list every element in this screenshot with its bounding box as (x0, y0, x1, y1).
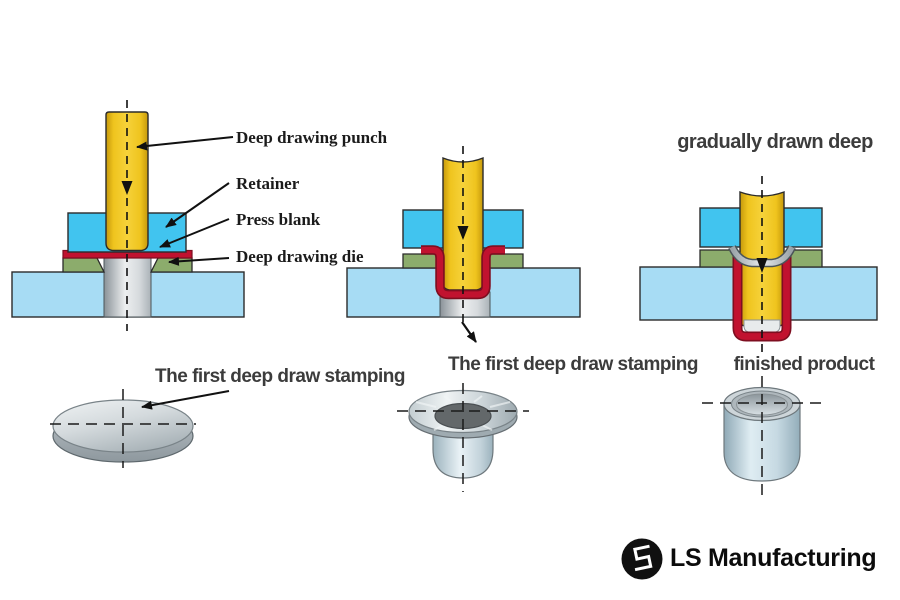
product-flanged-cup (397, 383, 529, 492)
stage1-product-caption: The first deep draw stamping (155, 366, 405, 387)
stage3-title: gradually drawn deep (677, 131, 873, 153)
punch-callout-arrow (136, 136, 234, 151)
stage2-caption-arrow (461, 321, 477, 343)
disc-callout-arrow (141, 390, 230, 410)
cylinder-body (723, 403, 801, 482)
brand-name: LS Manufacturing (670, 544, 877, 572)
stage2-drawn-blank (421, 246, 505, 298)
callout-retainer-label: Retainer (236, 174, 300, 193)
flange-spokes (415, 395, 511, 431)
stage1-press-section (11, 100, 245, 331)
product-finished-cylinder (702, 376, 822, 497)
stage2-press-section (346, 146, 581, 343)
logo-ls-glyph (633, 544, 653, 572)
press-blank-callout-arrow (159, 218, 230, 248)
arrow-down-icon (457, 226, 469, 240)
callout-die-label: Deep drawing die (236, 247, 364, 266)
stage3-product-caption: finished product (733, 354, 875, 375)
ls-monogram-icon (621, 538, 663, 580)
stage3-press-section (639, 176, 878, 356)
callout-punch-label: Deep drawing punch (236, 128, 388, 147)
callout-arrows (136, 136, 234, 410)
callout-press-blank-label: Press blank (236, 210, 321, 229)
product-blank-disc (50, 389, 196, 468)
arrow-down-icon (756, 258, 768, 273)
retainer-callout-arrow (165, 182, 230, 228)
die-callout-arrow (168, 256, 230, 266)
stage2-product-caption: The first deep draw stamping (448, 354, 698, 375)
arrow-down-icon (121, 181, 133, 195)
